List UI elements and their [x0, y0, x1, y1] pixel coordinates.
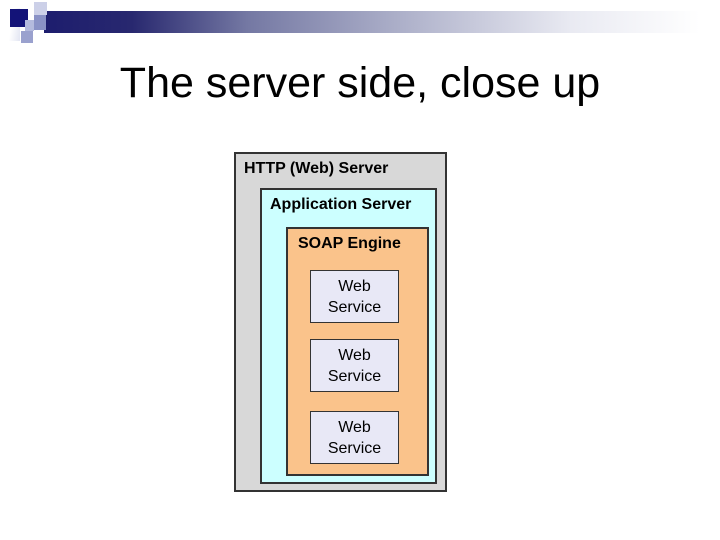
- soap-engine-box: SOAP Engine Web Service Web Service Web …: [286, 227, 429, 476]
- http-server-label: HTTP (Web) Server: [244, 160, 389, 177]
- decoration-square-below-bar: [21, 31, 33, 43]
- decoration-square-pale: [34, 2, 47, 15]
- web-service-box: Web Service: [310, 339, 399, 392]
- decoration-square-navy: [10, 9, 28, 27]
- application-server-label: Application Server: [270, 196, 412, 213]
- decoration-square-medium: [34, 15, 46, 30]
- application-server-box: Application Server SOAP Engine Web Servi…: [260, 188, 437, 484]
- slide-title: The server side, close up: [119, 59, 601, 107]
- web-service-box: Web Service: [310, 270, 399, 323]
- http-server-box: HTTP (Web) Server Application Server SOA…: [234, 152, 447, 492]
- soap-engine-label: SOAP Engine: [298, 235, 401, 252]
- decoration-square-light: [25, 20, 34, 31]
- header-gradient-bar: [44, 11, 720, 33]
- web-service-box: Web Service: [310, 411, 399, 464]
